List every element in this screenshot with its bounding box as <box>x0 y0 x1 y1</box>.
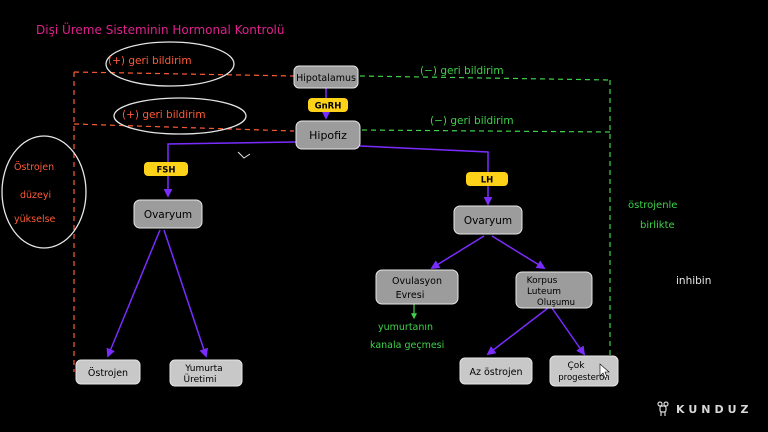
estrogen-with-note-line2: birlikte <box>640 220 675 231</box>
node-az-ostrojen-label: Az östrojen <box>469 367 522 378</box>
node-ovaryum-left: Ovaryum <box>133 199 203 229</box>
badge-lh-label: LH <box>481 176 494 186</box>
node-hipofiz: Hipofiz <box>295 120 361 150</box>
node-ovulasyon-label-line2: Evresi <box>396 290 425 301</box>
estrogen-with-note-line1: östrojenle <box>628 200 677 211</box>
badge-gnrh: GnRH <box>308 98 348 112</box>
node-ovaryum-left-label: Ovaryum <box>144 209 192 221</box>
egg-note-line1: yumurtanın <box>378 322 433 333</box>
corpus-to-high-progesterone-arrow <box>551 307 586 356</box>
node-korpus-luteum: Korpus Luteum Oluşumu <box>515 271 593 309</box>
negative-feedback-label-1: (−) geri bildirim <box>420 65 504 77</box>
feedback-ellipse-2 <box>113 97 247 135</box>
ovary-to-corpus-luteum-arrow <box>491 235 546 269</box>
estrogen-level-ellipse <box>1 135 87 249</box>
pen-mark <box>237 151 251 159</box>
ovary-to-estrogen-arrow <box>106 229 161 358</box>
badge-lh: LH <box>466 172 508 186</box>
feedback-ellipse-1 <box>105 41 235 87</box>
node-hipotalamus-label: Hipotalamus <box>296 73 356 84</box>
badge-gnrh-label: GnRH <box>315 102 342 112</box>
estrogen-note-line3: yükselse <box>14 214 56 225</box>
node-cok-label-line2: progesteron <box>558 373 609 383</box>
node-korpus-label-line2: Luteum <box>527 287 561 297</box>
brand-name: KUNDUZ <box>676 402 753 416</box>
node-ovaryum-right-label: Ovaryum <box>464 215 512 227</box>
node-ostrojen-label: Östrojen <box>88 368 128 379</box>
badge-fsh-label: FSH <box>156 166 175 176</box>
positive-feedback-label-2: (+) geri bildirim <box>122 109 206 121</box>
badge-fsh: FSH <box>144 162 188 176</box>
brand-logo: KUNDUZ <box>656 400 753 418</box>
ovary-to-ovulation-arrow <box>430 235 485 269</box>
negative-feedback-label-2: (−) geri bildirim <box>430 115 514 127</box>
estrogen-note-line2: düzeyi <box>20 190 51 201</box>
page-title: Dişi Üreme Sisteminin Hormonal Kontrolü <box>36 21 284 37</box>
node-hipofiz-label: Hipofiz <box>309 129 347 142</box>
egg-note-line2: kanala geçmesi <box>370 340 444 351</box>
negative-feedback-loop <box>359 75 611 356</box>
inhibin-note: inhibin <box>676 275 711 287</box>
node-yumurta-uretimi: Yumurta Üretimi <box>169 359 243 387</box>
node-korpus-label-line1: Korpus <box>527 276 558 286</box>
node-yumurta-label-line2: Üretimi <box>184 374 217 385</box>
fsh-arrow <box>163 141 297 198</box>
node-hipotalamus: Hipotalamus <box>293 65 359 89</box>
node-ovulasyon: Ovulasyon Evresi <box>375 269 459 305</box>
beaver-logo-icon <box>657 401 669 416</box>
lh-arrow <box>359 145 493 206</box>
node-korpus-label-line3: Oluşumu <box>537 298 575 308</box>
node-cok-progesteron: Çok progesteron <box>549 355 619 387</box>
node-yumurta-label-line1: Yumurta <box>184 364 222 374</box>
node-cok-label-line1: Çok <box>567 361 585 371</box>
positive-feedback-label-1: (+) geri bildirim <box>108 55 192 67</box>
node-ostrojen: Östrojen <box>75 359 141 385</box>
node-ovulasyon-label-line1: Ovulasyon <box>392 276 442 287</box>
corpus-to-low-estrogen-arrow <box>486 307 549 356</box>
ovary-to-egg-production-arrow <box>163 229 208 358</box>
estrogen-note-line1: Östrojen <box>14 162 54 173</box>
node-az-ostrojen: Az östrojen <box>459 357 533 385</box>
node-ovaryum-right: Ovaryum <box>453 205 523 235</box>
cursor-arrow-icon <box>599 363 610 379</box>
